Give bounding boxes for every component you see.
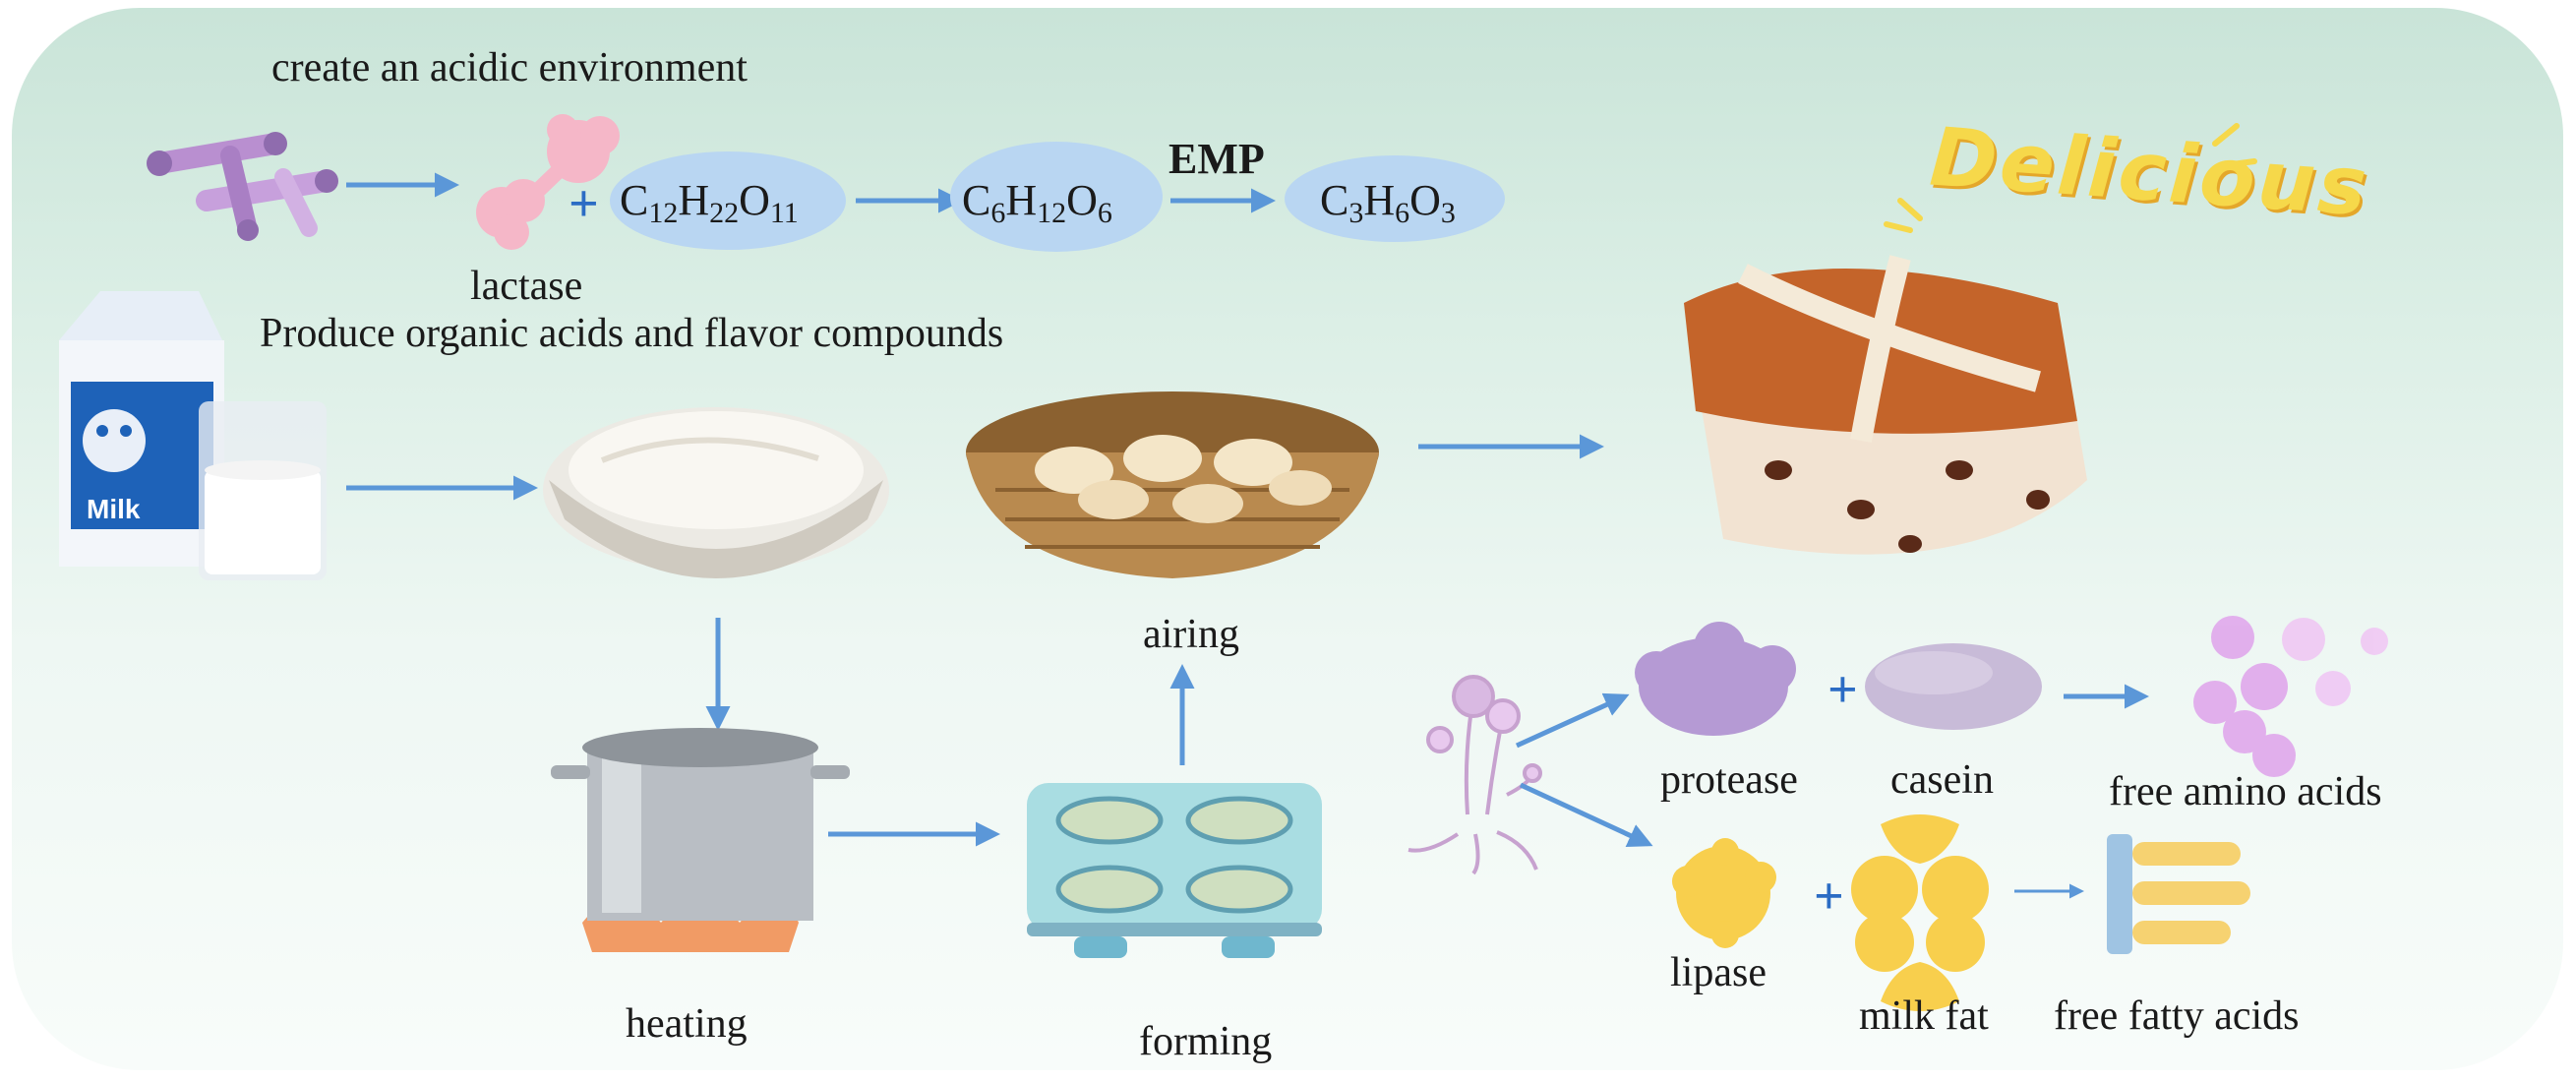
arrow-mold-to-lipase — [1519, 782, 1653, 847]
label-acidic-environment: create an acidic environment — [271, 45, 748, 90]
ellipse-lactic — [1285, 155, 1505, 242]
milk-carton-text: Milk — [87, 494, 141, 524]
arrow-mold-to-protease — [1515, 692, 1630, 749]
lactic-part-5: 3 — [1440, 197, 1456, 229]
glucose-part-2: H — [1005, 176, 1038, 224]
mold-icon — [1408, 675, 1542, 875]
hot-cross-bun-icon — [1684, 255, 2087, 555]
label-protease: protease — [1660, 757, 1798, 803]
label-milk-fat: milk fat — [1859, 993, 1989, 1039]
casein-icon — [1865, 643, 2042, 730]
lactose-part-4: O — [739, 176, 770, 224]
glucose-part-4: O — [1066, 176, 1098, 224]
glucose-part-3: 12 — [1037, 197, 1067, 229]
label-airing: airing — [1143, 612, 1239, 657]
glucose-part-1: 6 — [990, 197, 1006, 229]
lactic-part-1: 3 — [1348, 197, 1364, 229]
label-emp: EMP — [1168, 135, 1265, 183]
tray-icon — [1027, 783, 1322, 958]
lactose-part-1: 12 — [648, 197, 679, 229]
label-lactase: lactase — [470, 264, 583, 309]
amino-acid-bubbles — [2193, 616, 2388, 777]
lactase-icon — [476, 114, 620, 250]
sparkle-icon — [1884, 123, 2257, 233]
lactose-part-3: 22 — [709, 197, 740, 229]
lipase-icon — [1672, 838, 1776, 948]
fatty-acid-icon — [2107, 834, 2250, 954]
lactic-part-0: C — [1320, 176, 1349, 224]
formula-lactose: C12H22O11 — [620, 179, 799, 228]
glucose-part-5: 6 — [1097, 197, 1112, 229]
plus-sign-3: + — [1814, 867, 1844, 926]
lactic-part-3: 6 — [1395, 197, 1410, 229]
formula-glucose: C6H12O6 — [962, 179, 1112, 228]
lactose-part-2: H — [678, 176, 710, 224]
diagram-graphics — [59, 114, 2388, 1011]
glucose-part-0: C — [962, 176, 991, 224]
plus-sign-2: + — [1827, 660, 1858, 719]
label-free-amino-acids: free amino acids — [2109, 769, 2382, 814]
plus-sign-1: + — [569, 174, 599, 233]
milk-carton-icon — [59, 291, 224, 567]
lactose-part-5: 11 — [769, 197, 799, 229]
pot-icon — [551, 728, 850, 952]
ellipse-lactose — [610, 151, 846, 250]
yogurt-bowl-icon — [543, 407, 889, 578]
label-lipase: lipase — [1670, 950, 1767, 995]
ellipse-glucose — [950, 142, 1163, 252]
lactic-part-2: H — [1363, 176, 1396, 224]
label-free-fatty-acids: free fatty acids — [2054, 993, 2300, 1039]
protease-icon — [1635, 622, 1796, 736]
formula-lactic-acid: C3H6O3 — [1320, 179, 1456, 228]
label-forming: forming — [1139, 1019, 1273, 1064]
label-organic-acids: Produce organic acids and flavor compoun… — [260, 311, 1004, 356]
diagram-panel: create an acidic environment + C12H22O11… — [12, 8, 2563, 1070]
milk-glass-icon — [199, 401, 327, 580]
lactic-part-4: O — [1409, 176, 1441, 224]
label-heating: heating — [626, 1001, 748, 1047]
milk-fat-icon — [1851, 814, 1989, 1011]
label-casein: casein — [1890, 757, 1994, 803]
basket-icon — [966, 391, 1379, 578]
bacteria-icon — [147, 132, 338, 241]
lactose-part-0: C — [620, 176, 649, 224]
